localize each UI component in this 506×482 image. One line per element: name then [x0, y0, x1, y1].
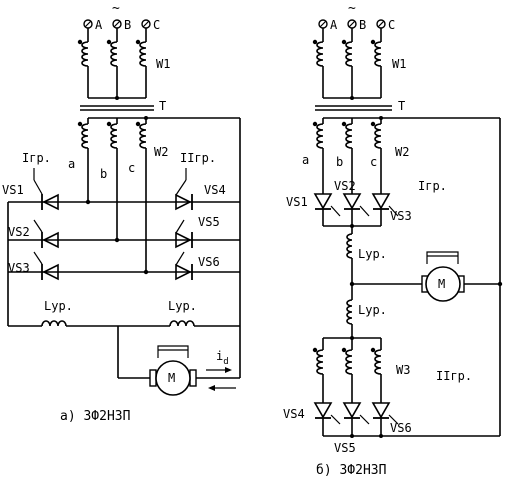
- phase-label-a1: А: [95, 18, 103, 32]
- transformer-label-b: T: [398, 99, 405, 113]
- tap-label-b3: c: [370, 155, 377, 169]
- primary-winding-label-b: W1: [392, 57, 406, 71]
- transformer-label-a: T: [159, 99, 166, 113]
- thyristor-vs2: [33, 219, 59, 249]
- ac-symbol-a: ~: [112, 1, 120, 16]
- current-arrows: [206, 367, 236, 391]
- reactor-label-a-right: Lур.: [168, 299, 197, 313]
- thyristor-label-b-vs2: VS2: [334, 179, 356, 193]
- diagram-b: ~ А В С W1: [283, 1, 503, 478]
- caption-b: б) 3Ф2Н3П: [316, 463, 386, 478]
- tap-label-a1: a: [68, 157, 75, 171]
- thyristor-label-vs6: VS6: [198, 255, 220, 269]
- thyristor-label-vs5: VS5: [198, 215, 220, 229]
- phase-label-b2: В: [359, 18, 366, 32]
- secondary-winding-label-b: W2: [395, 145, 409, 159]
- phase-label-a2: В: [124, 18, 131, 32]
- group1-label-a: Iгр.: [22, 151, 51, 165]
- primary-windings-a: [77, 28, 147, 100]
- thyristor-vs3: [33, 251, 59, 281]
- reactor-label-a-left: Lур.: [44, 299, 73, 313]
- motor-a: [149, 345, 197, 396]
- thyristor-label-vs2: VS2: [8, 225, 30, 239]
- third-winding-label-b: W3: [396, 363, 410, 377]
- motor-b: [421, 251, 465, 302]
- thyristor-label-b-vs3: VS3: [390, 209, 412, 223]
- motor-label-a: М: [168, 371, 175, 385]
- third-windings-b: [312, 338, 382, 400]
- thyristor-label-vs3: VS3: [8, 261, 30, 275]
- thyristor-label-b-vs5: VS5: [334, 441, 356, 455]
- group2-label-a: IIгр.: [180, 151, 216, 165]
- primary-windings-b: [312, 28, 382, 100]
- phase-label-a3: С: [153, 18, 160, 32]
- tap-label-b2: b: [336, 155, 343, 169]
- caption-a: а) 3Ф2Н3П: [60, 409, 130, 424]
- thyristor-label-vs4: VS4: [204, 183, 226, 197]
- tap-label-a3: c: [128, 161, 135, 175]
- thyristors-bottom-b: [313, 400, 500, 438]
- thyristor-label-vs1: VS1: [2, 183, 24, 197]
- thyristor-label-b-vs4: VS4: [283, 407, 305, 421]
- phase-terminals-a: [83, 19, 151, 29]
- phase-label-b3: С: [388, 18, 395, 32]
- thyristor-label-b-vs6: VS6: [390, 421, 412, 435]
- secondary-windings-a: [77, 116, 240, 272]
- secondary-windings-b: [312, 116, 500, 186]
- reactor-label-b-bottom: Lур.: [358, 303, 387, 317]
- thyristors-top-b: [313, 186, 399, 228]
- motor-label-b: М: [438, 277, 445, 291]
- tap-label-a2: b: [100, 167, 107, 181]
- diagram-a: ~ А В С: [2, 1, 241, 424]
- tap-label-b1: a: [302, 153, 309, 167]
- phase-terminals-b: [318, 19, 386, 29]
- reactor-label-b-top: Lур.: [358, 247, 387, 261]
- thyristor-vs6: [175, 251, 193, 281]
- thyristor-label-b-vs1: VS1: [286, 195, 308, 209]
- group2-label-b: IIгр.: [436, 369, 472, 383]
- thyristor-vs4: [175, 168, 193, 211]
- phase-label-b1: А: [330, 18, 338, 32]
- thyristor-vs1: [33, 168, 59, 211]
- ac-symbol-b: ~: [348, 1, 356, 16]
- thyristor-vs5: [175, 219, 193, 249]
- current-label: id: [216, 349, 229, 367]
- secondary-winding-label-a: W2: [154, 145, 168, 159]
- group1-label-b: Iгр.: [418, 179, 447, 193]
- primary-winding-label-a: W1: [156, 57, 170, 71]
